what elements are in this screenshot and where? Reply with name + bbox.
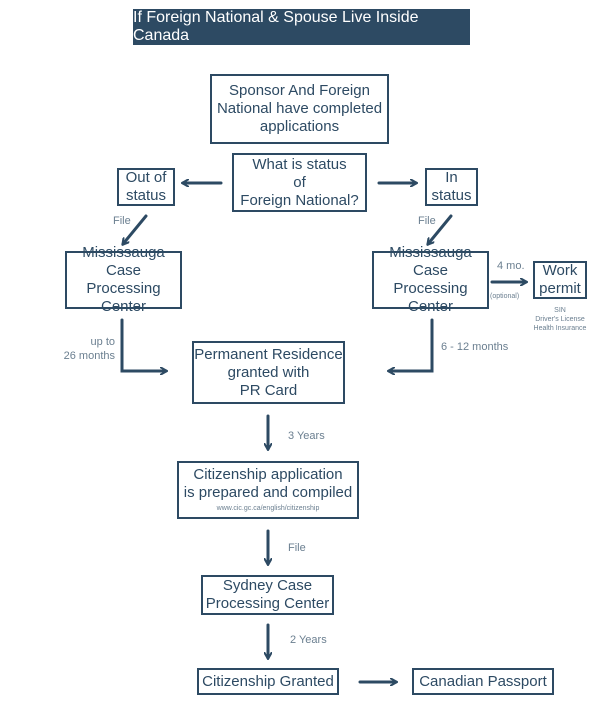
arrow-out-of-status-to-mississauga <box>123 214 148 244</box>
sydney-box: Sydney Case Processing Center <box>201 575 334 615</box>
optional-label: (optional) <box>490 293 520 300</box>
citizenship-application-box: Citizenship application is prepared and … <box>177 461 359 519</box>
arrow-left-to-permanent-residence <box>120 318 166 371</box>
four-months-label: 4 mo. <box>497 260 525 272</box>
work-permit-docs-label: SIN Driver's License Health Insurance <box>533 307 587 332</box>
file-label-bottom: File <box>288 542 306 554</box>
canadian-passport-box: Canadian Passport <box>412 668 554 695</box>
arrow-in-status-to-mississauga <box>428 214 453 244</box>
up-to-26-months-label: up to 26 months <box>63 336 115 362</box>
file-label-right: File <box>418 215 436 227</box>
citizenship-granted-box: Citizenship Granted <box>197 668 339 695</box>
six-to-twelve-months-label: 6 - 12 months <box>441 341 509 353</box>
citizenship-application-text: Citizenship application is prepared and … <box>183 466 353 501</box>
work-permit-box: Work permit <box>533 261 587 299</box>
two-years-label: 2 Years <box>290 634 327 646</box>
file-label-left: File <box>113 215 131 227</box>
arrow-right-to-permanent-residence <box>389 318 434 371</box>
diagram-title: If Foreign National & Spouse Live Inside… <box>133 9 470 45</box>
three-years-label: 3 Years <box>288 430 325 442</box>
applications-box: Sponsor And Foreign National have comple… <box>210 74 389 144</box>
citizenship-url: www.cic.gc.ca/english/citizenship <box>216 505 320 512</box>
in-status-box: In status <box>425 168 478 206</box>
out-of-status-box: Out of status <box>117 168 175 206</box>
status-question-box: What is status of Foreign National? <box>232 153 367 212</box>
permanent-residence-box: Permanent Residence granted with PR Card <box>192 341 345 404</box>
